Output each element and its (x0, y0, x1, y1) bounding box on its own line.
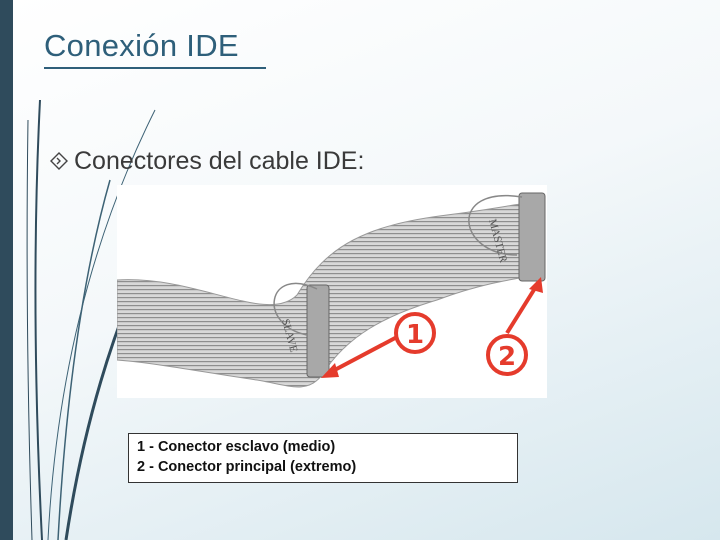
title-underline (44, 67, 266, 69)
left-accent-bar (0, 0, 13, 540)
caption-line-1: 1 - Conector esclavo (medio) (137, 439, 336, 455)
ide-cable-image: SLAVE MASTER 1 2 (117, 185, 547, 398)
diamond-arrow-icon (50, 152, 68, 170)
bullet-item: Conectores del cable IDE: (50, 144, 364, 178)
caption-line-2: 2 - Conector principal (extremo) (137, 459, 357, 475)
callout-2: 2 (498, 342, 516, 372)
bullet-text: Conectores del cable IDE: (74, 146, 365, 175)
callout-1: 1 (406, 320, 424, 350)
caption-box: 1 - Conector esclavo (medio) 2 - Conecto… (128, 433, 518, 483)
slide-title: Conexión IDE (44, 28, 239, 63)
